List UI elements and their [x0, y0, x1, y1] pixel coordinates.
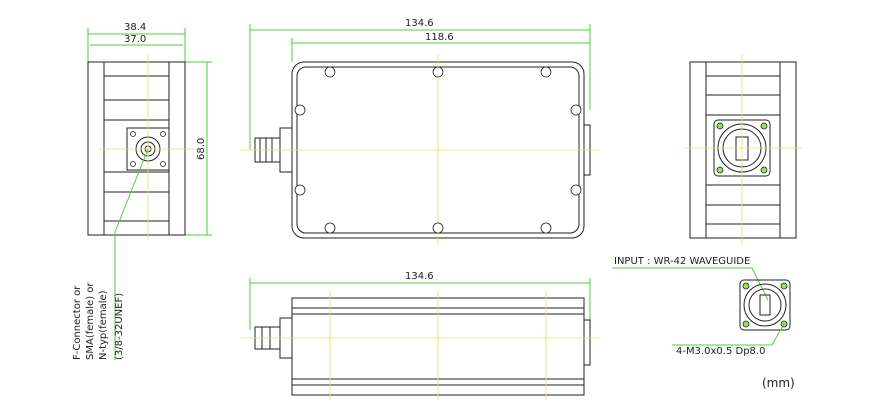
dim-side-width-inner: 37.0: [124, 34, 146, 45]
screw-spec-label: 4-M3.0x0.5 Dp8.0: [676, 346, 765, 357]
left-side-view: 38.4 37.0 68.0: [87, 22, 212, 360]
dim-top-length-body: 118.6: [425, 32, 454, 43]
connector-note-line: F-Connector or: [72, 285, 83, 360]
waveguide-detail: INPUT : WR-42 WAVEGUIDE 4-M3.0x0.5 Dp8.0: [612, 256, 791, 357]
units-label: (mm): [762, 376, 795, 390]
screw-icon: [294, 66, 582, 234]
right-side-view: [684, 55, 802, 245]
connector-note-line: N-typ(female): [98, 290, 109, 360]
dim-height: 68.0: [196, 138, 207, 160]
top-view: 134.6 118.6: [240, 18, 600, 245]
dim-top-length-total: 134.6: [405, 18, 434, 29]
connector-note: F-Connector or SMA(female) or N-typ(fema…: [72, 282, 125, 360]
waveguide-label: INPUT : WR-42 WAVEGUIDE: [614, 256, 750, 267]
dim-bottom-length-total: 134.6: [405, 271, 434, 282]
front-view: 134.6: [240, 271, 600, 400]
connector-note-line: SMA(female) or: [85, 282, 96, 360]
connector-note-line: (3/8-32UNEF): [114, 293, 125, 360]
dim-side-width-outer: 38.4: [124, 22, 146, 33]
